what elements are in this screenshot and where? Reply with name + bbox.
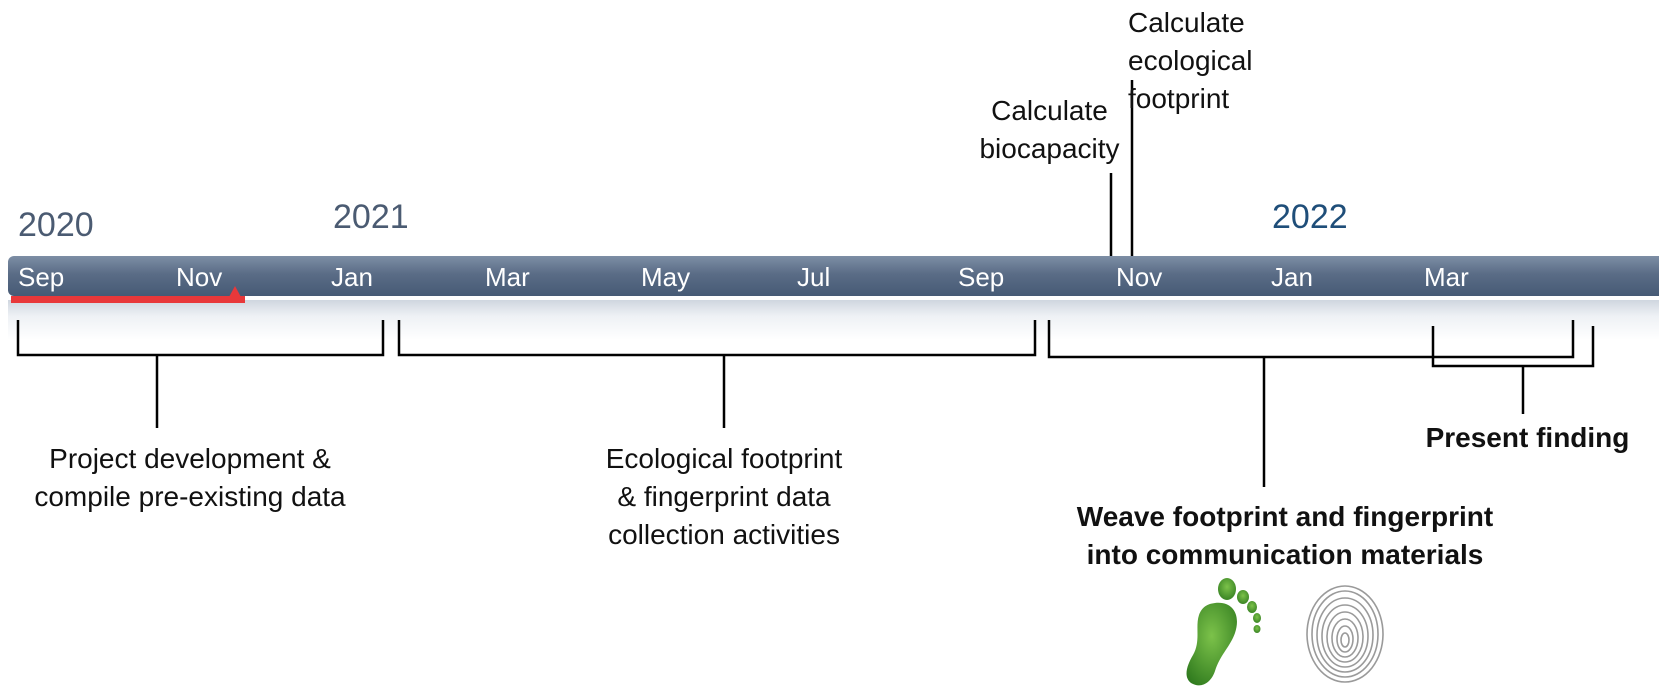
timeline-bar-reflection <box>8 300 1659 340</box>
month-label: Mar <box>1424 262 1469 292</box>
progress-indicator <box>11 296 245 303</box>
timeline-bar <box>8 256 1659 296</box>
footprint-icon <box>1186 578 1261 686</box>
month-label: Nov <box>1116 262 1163 292</box>
month-label: Mar <box>485 262 530 292</box>
year-label-2022: 2022 <box>1272 198 1348 236</box>
month-label: Jan <box>331 262 373 292</box>
phase-bracket <box>397 320 1037 357</box>
phase-label-data-collection: Ecological footprint & fingerprint data … <box>605 443 843 550</box>
phase-bracket <box>1431 326 1595 368</box>
phase-bracket <box>1047 320 1575 359</box>
month-label: May <box>641 262 691 292</box>
month-label: Jan <box>1271 262 1313 292</box>
year-label-2021: 2021 <box>333 198 409 236</box>
phase-label-present-finding: Present finding <box>1425 422 1630 453</box>
phase-bracket <box>16 320 385 357</box>
phase-label-communication: Weave footprint and fingerprint into com… <box>1076 501 1494 570</box>
progress-marker-icon <box>229 286 241 297</box>
month-label: Sep <box>18 262 65 292</box>
month-label: Sep <box>958 262 1005 292</box>
milestone-label-ecological-footprint: Calculate ecological footprint <box>1128 7 1253 114</box>
year-label-2020: 2020 <box>18 206 94 244</box>
month-label: Jul <box>797 262 831 292</box>
phase-label-project-development: Project development & compile pre-existi… <box>34 443 346 512</box>
month-label: Nov <box>176 262 223 292</box>
fingerprint-icon <box>1306 585 1384 683</box>
milestone-label-biocapacity: Calculate biocapacity <box>979 95 1120 164</box>
